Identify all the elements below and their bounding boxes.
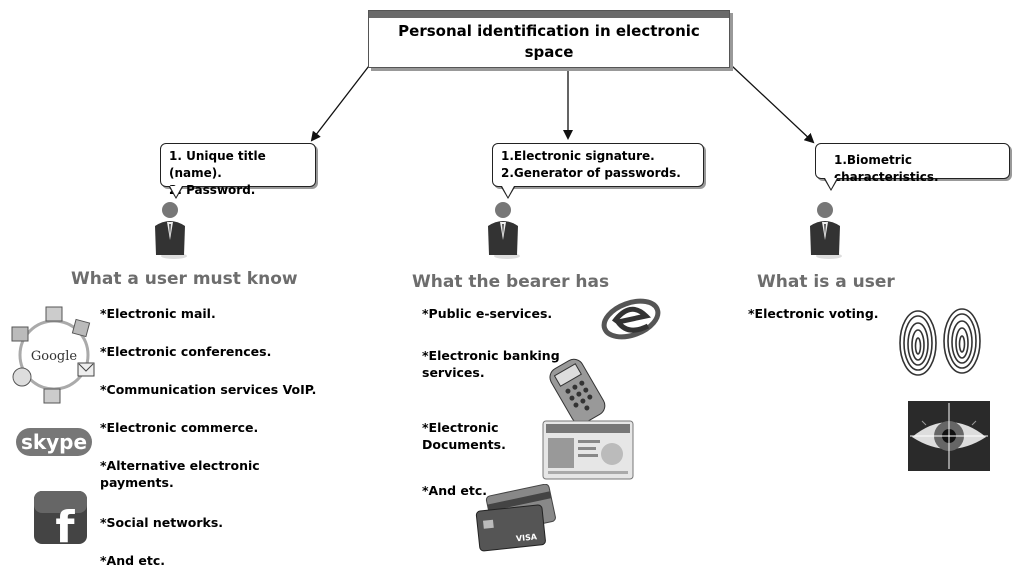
fingerprint-icon: [899, 308, 981, 376]
bubble-has-tail: [501, 186, 515, 199]
bubble-know-line-1: 1. Unique title (name).: [169, 149, 266, 180]
list-item: *Electronic voting.: [748, 306, 879, 321]
arrow-to-know: [310, 61, 373, 142]
bubble-has: 1.Electronic signature. 2.Generator of p…: [492, 143, 704, 199]
list-item: *Electronic commerce.: [100, 420, 259, 435]
list-item: *Electronic conferences.: [100, 344, 272, 359]
list-item: *Social networks.: [100, 515, 224, 530]
list-item: *And etc.: [422, 483, 488, 498]
bubble-know-tail: [169, 186, 183, 199]
visa-logo-text: VISA: [515, 532, 538, 543]
title-box-header-bar: [369, 11, 729, 18]
person-icon: [488, 202, 520, 259]
bubble-know-line-2: 2. Password.: [169, 183, 256, 197]
list-item: *Public e-services.: [422, 306, 553, 321]
bubble-know: 1. Unique title (name). 2. Password.: [160, 143, 316, 199]
facebook-logo-text: f: [55, 502, 75, 545]
bubble-is: 1.Biometric characteristics.: [815, 143, 1010, 191]
heading-has: What the bearer has: [412, 272, 610, 292]
bubble-has-line-1: 1.Electronic signature.: [501, 149, 655, 163]
bubble-is-line-1: 1.Biometric characteristics.: [834, 153, 939, 184]
list-item: *And etc.: [100, 553, 166, 567]
bank-cards-icon: VISA: [475, 484, 556, 552]
e-services-icon: [601, 298, 661, 340]
person-icon: [810, 202, 842, 259]
list-item: *Electronic Documents.: [422, 420, 506, 452]
bubble-has-line-2: 2.Generator of passwords.: [501, 166, 681, 180]
facebook-icon: f: [34, 491, 87, 545]
google-logo-text: Google: [31, 349, 78, 364]
list-item: *Electronic banking services.: [422, 348, 560, 380]
list-item: *Electronic mail.: [100, 306, 216, 321]
skype-logo-text: skype: [21, 430, 87, 454]
id-document-icon: [542, 420, 634, 480]
heading-is: What is a user: [757, 272, 895, 292]
google-services-icon: Google: [11, 306, 95, 404]
list-item: *Alternative electronic payments.: [100, 458, 260, 490]
skype-icon: skype: [16, 428, 92, 456]
list-item: *Communication services VoIP.: [100, 382, 317, 397]
title-text: Personal identification in electronic sp…: [398, 22, 700, 61]
banking-token-icon: [549, 358, 606, 425]
iris-scan-icon: [908, 401, 990, 471]
title-box: Personal identification in electronic sp…: [368, 10, 730, 68]
bubble-is-tail: [824, 178, 838, 191]
person-icon: [155, 202, 187, 259]
arrow-to-is: [731, 65, 815, 144]
heading-know: What a user must know: [71, 269, 298, 289]
